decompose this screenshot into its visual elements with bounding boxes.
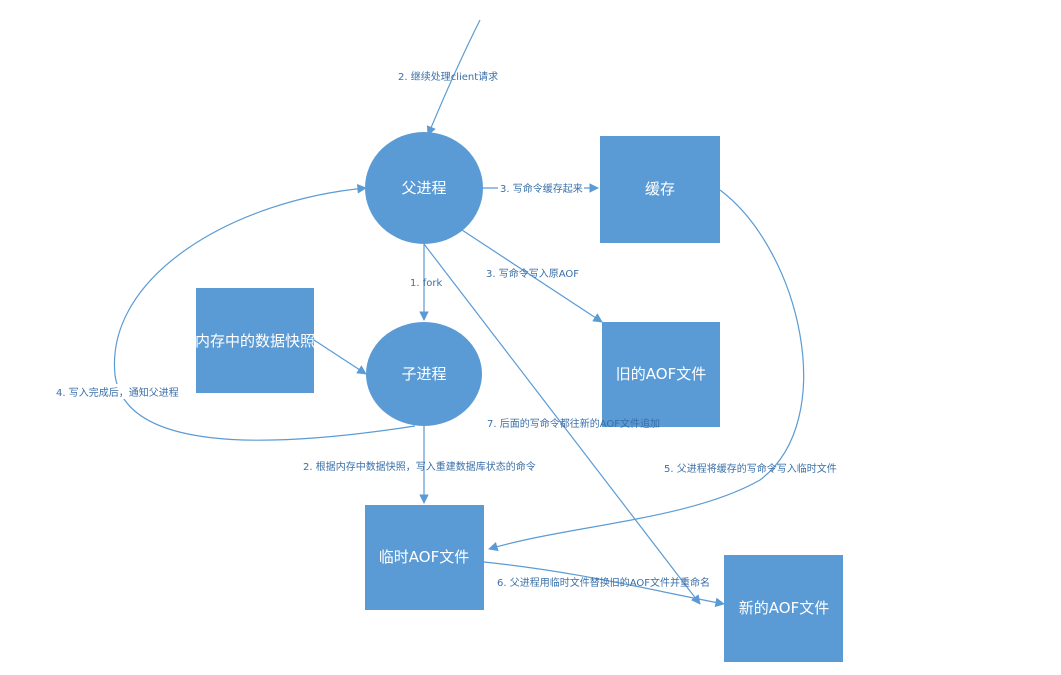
edge-labels-layer: 2. 继续处理client请求 3. 写命令缓存起来 1. fork 3. 写命… xyxy=(54,70,837,589)
edge-label-fork: 1. fork xyxy=(410,278,442,289)
parent-process-label: 父进程 xyxy=(401,179,446,197)
edge-append-new-aof xyxy=(423,243,701,605)
edge-client-requests xyxy=(426,19,481,136)
cache-label: 缓存 xyxy=(645,180,675,198)
memory-snapshot-label: 内存中的数据快照 xyxy=(195,332,315,350)
edge-cache-to-temp xyxy=(488,189,805,552)
old-aof-node[interactable] xyxy=(602,322,720,427)
memory-snapshot-node[interactable] xyxy=(196,288,314,393)
new-aof-label: 新的AOF文件 xyxy=(739,599,829,617)
edge-replace-aof xyxy=(483,561,725,608)
parent-process-node[interactable] xyxy=(365,132,483,244)
edge-label-cache-commands: 3. 写命令缓存起来 xyxy=(500,182,583,195)
cache-node[interactable] xyxy=(600,136,720,243)
nodes-layer: 父进程 子进程 缓存 旧的AOF文件 内存中的数据快照 临时AOF文件 新的AO… xyxy=(195,132,843,662)
child-process-node[interactable] xyxy=(366,322,482,426)
edges-layer xyxy=(113,19,805,608)
edge-label-cache-to-temp: 5. 父进程将缓存的写命令写入临时文件 xyxy=(664,462,837,475)
new-aof-node[interactable] xyxy=(724,555,843,662)
temp-aof-node[interactable] xyxy=(365,505,484,610)
edge-label-write-old-aof: 3. 写命令写入原AOF xyxy=(486,267,579,280)
temp-aof-label: 临时AOF文件 xyxy=(379,548,469,566)
edge-notify-parent xyxy=(113,184,416,441)
edge-write-old-aof xyxy=(461,229,603,323)
old-aof-label: 旧的AOF文件 xyxy=(616,365,706,383)
child-process-label: 子进程 xyxy=(401,365,446,383)
edge-label-notify-parent: 4. 写入完成后，通知父进程 xyxy=(56,386,179,399)
edge-label-client-requests: 2. 继续处理client请求 xyxy=(398,70,498,83)
edge-label-replace-aof: 6. 父进程用临时文件替换旧的AOF文件并重命名 xyxy=(497,576,710,589)
edge-label-append-new-aof: 7. 后面的写命令都往新的AOF文件追加 xyxy=(487,417,660,430)
edge-label-write-rebuild-commands: 2. 根据内存中数据快照，写入重建数据库状态的命令 xyxy=(303,460,536,473)
edge-memory-snapshot-to-child xyxy=(313,339,367,375)
